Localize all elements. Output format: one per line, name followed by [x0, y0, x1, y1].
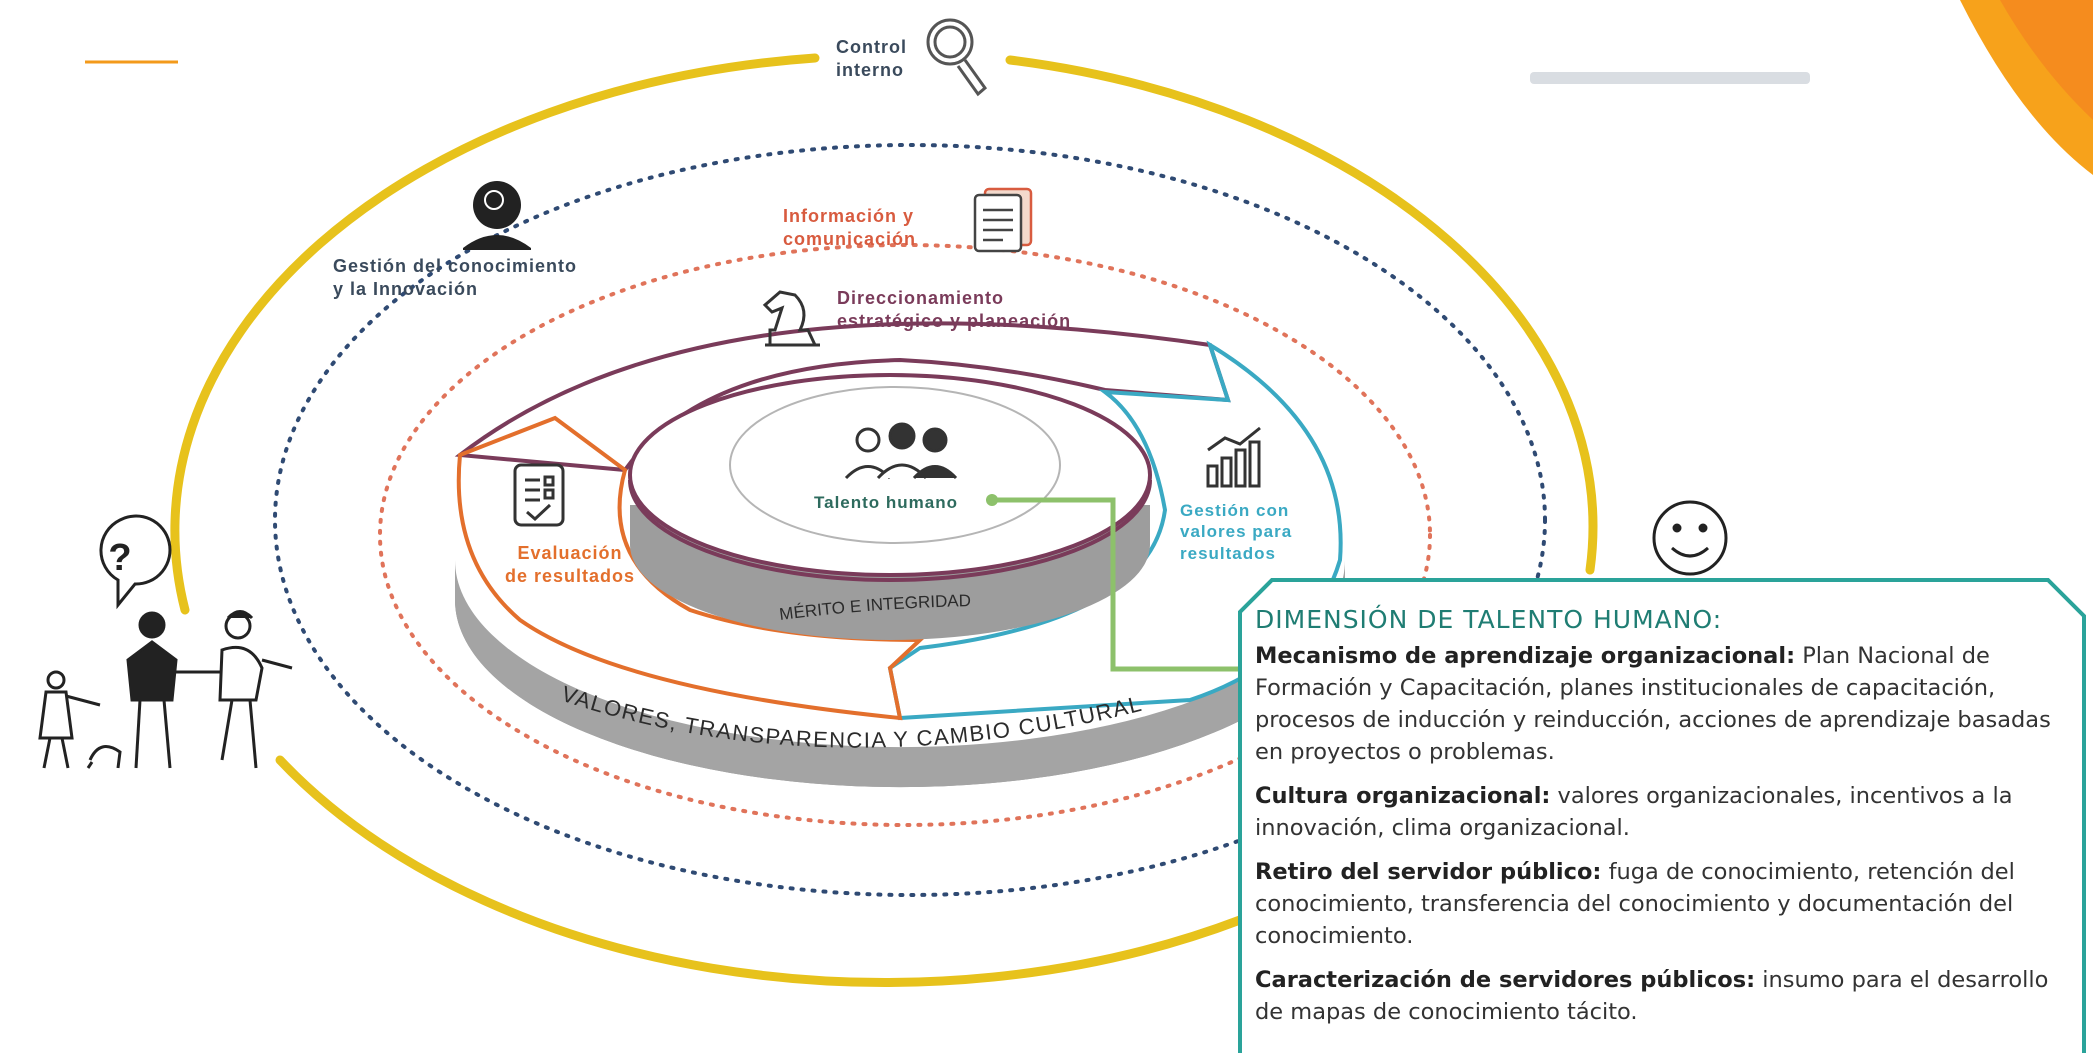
- checklist-icon: [513, 463, 565, 527]
- informacion-ring: [378, 243, 1432, 827]
- talento-connector: [986, 494, 1248, 672]
- head-gears-icon: [463, 181, 531, 250]
- documents-icon: [973, 187, 1033, 253]
- team-icon: [844, 422, 958, 480]
- svg-text:?: ?: [108, 537, 131, 579]
- growth-chart-icon: [1206, 426, 1261, 488]
- smiley-icon: [1652, 500, 1728, 576]
- panel-item: Caracterización de servidores públicos: …: [1255, 967, 2049, 1025]
- question-bubble-icon: ?: [99, 514, 172, 610]
- corner-decoration: [1960, 0, 2093, 175]
- faded-header-text: [1530, 72, 1810, 84]
- direccionamiento-segment: [454, 321, 1231, 473]
- family-illustration: [38, 610, 293, 769]
- panel-item: Retiro del servidor público: fuga de con…: [1255, 859, 2015, 949]
- talento-humano-panel: DIMENSIÓN DE TALENTO HUMANO: Mecanismo d…: [1238, 578, 2086, 1053]
- chess-knight-icon: [762, 290, 820, 347]
- panel-item: Mecanismo de aprendizaje organizacional:…: [1255, 643, 2051, 765]
- outer-ring-control-interno: [170, 53, 1598, 987]
- panel-item: Cultura organizacional: valores organiza…: [1255, 783, 2013, 841]
- talento-humano-label: Talento humano: [814, 493, 959, 512]
- magnifier-icon: [926, 18, 988, 97]
- gestion-conocimiento-ring: [273, 143, 1547, 897]
- panel-title: DIMENSIÓN DE TALENTO HUMANO:: [1255, 605, 1723, 634]
